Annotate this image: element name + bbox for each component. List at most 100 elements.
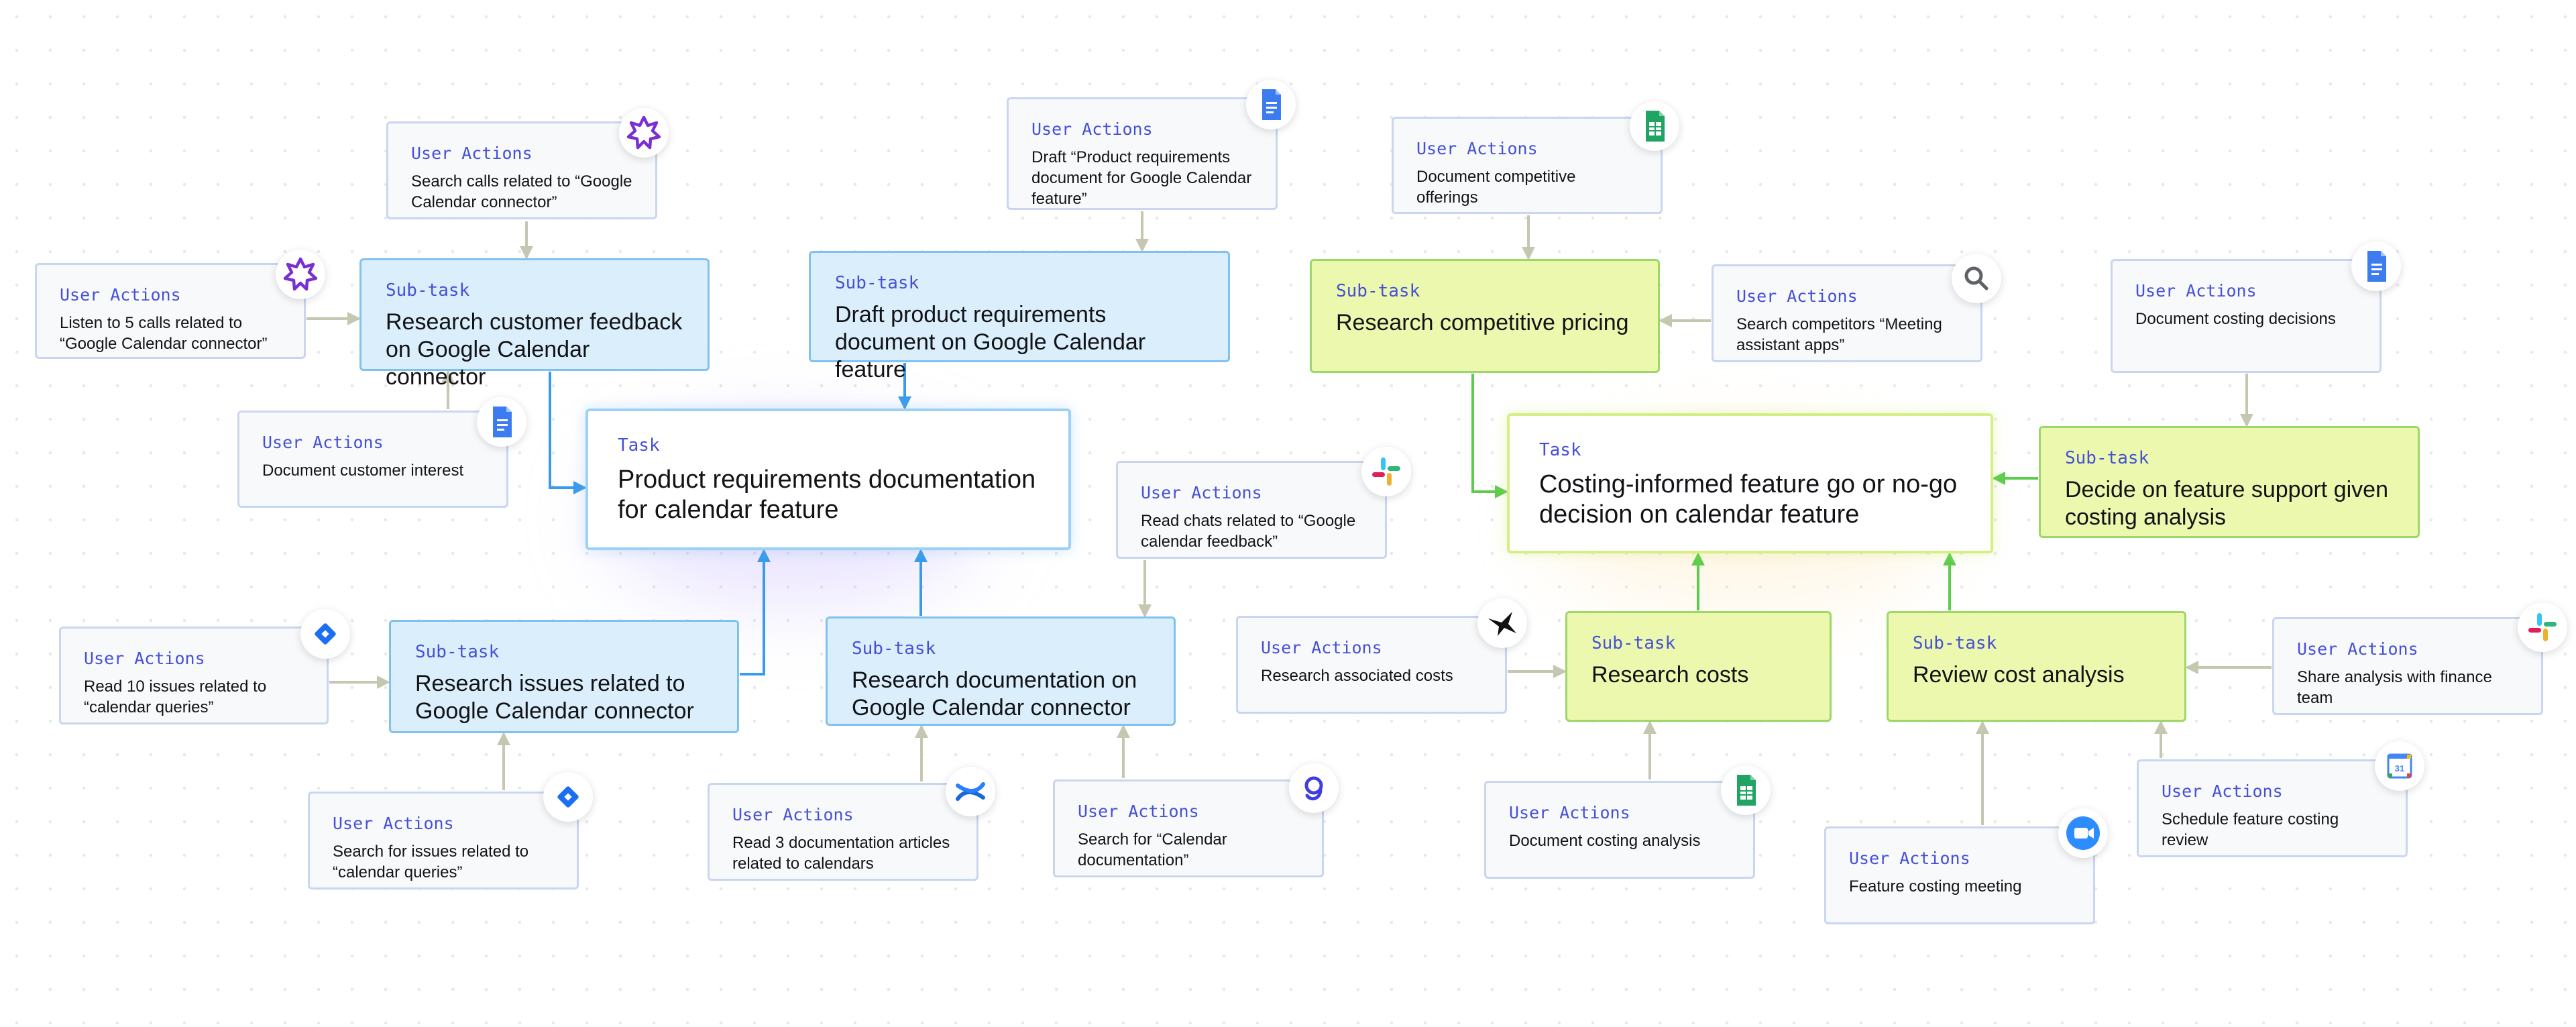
user-action-share-analysis[interactable]: User Actions Share analysis with finance… — [2272, 617, 2543, 715]
video-call-icon — [2058, 808, 2108, 858]
subtask-label: Sub-task — [852, 639, 936, 659]
search-icon — [1952, 254, 2001, 303]
slack-icon — [2518, 602, 2567, 652]
user-action-text: Search for “Calendar documentation” — [1078, 830, 1227, 869]
subtask-title: Research documentation on Google Calenda… — [852, 667, 1137, 720]
google-calendar-icon: 31 — [2375, 741, 2424, 791]
user-action-text: Feature costing meeting — [1849, 877, 2022, 896]
user-actions-label: User Actions — [84, 649, 205, 668]
user-actions-label: User Actions — [1031, 119, 1153, 139]
user-actions-label: User Actions — [60, 285, 181, 305]
subtask-label: Sub-task — [835, 273, 919, 293]
user-action-search-documentation[interactable]: User Actions Search for “Calendar docume… — [1053, 779, 1324, 877]
subtask-label: Sub-task — [2065, 448, 2149, 468]
connector-feedback-to-task — [549, 372, 587, 494]
user-action-text: Document competitive offerings — [1416, 168, 1576, 207]
user-actions-label: User Actions — [1509, 803, 1630, 822]
subtask-label: Sub-task — [386, 280, 470, 301]
subtask-label: Sub-task — [1913, 633, 1997, 653]
bird-icon — [1477, 598, 1527, 648]
subtask-research-issues[interactable]: Sub-task Research issues related to Goog… — [389, 620, 739, 733]
user-actions-label: User Actions — [1078, 802, 1199, 821]
user-actions-label: User Actions — [2297, 639, 2418, 659]
user-action-document-interest[interactable]: User Actions Document customer interest — [237, 411, 508, 508]
user-action-text: Search for issues related to “calendar q… — [333, 843, 529, 881]
user-action-document-costing-decisions[interactable]: User Actions Document costing decisions — [2111, 259, 2382, 373]
user-actions-label: User Actions — [732, 805, 854, 824]
google-sheets-icon — [1630, 101, 1679, 151]
user-action-text: Document costing decisions — [2135, 310, 2336, 328]
user-actions-label: User Actions — [1736, 286, 1858, 306]
task-costing-decision[interactable]: Task Costing-informed feature go or no-g… — [1507, 413, 1993, 553]
google-docs-icon — [1246, 80, 1296, 129]
subtask-title: Research costs — [1591, 662, 1749, 688]
user-actions-label: User Actions — [2162, 781, 2283, 801]
google-docs-icon — [477, 397, 526, 447]
user-action-document-costing-analysis[interactable]: User Actions Document costing analysis — [1484, 781, 1755, 879]
user-action-text: Research associated costs — [1261, 667, 1453, 685]
user-action-read-issues[interactable]: User Actions Read 10 issues related to “… — [59, 627, 329, 724]
user-action-search-competitors[interactable]: User Actions Search competitors “Meeting… — [1712, 264, 1982, 362]
gong-icon — [619, 108, 669, 158]
user-action-document-competitive[interactable]: User Actions Document competitive offeri… — [1392, 117, 1663, 214]
user-action-research-associated-costs[interactable]: User Actions Research associated costs — [1236, 616, 1507, 714]
jira-icon — [543, 772, 593, 822]
user-action-text: Listen to 5 calls related to “Google Cal… — [60, 314, 268, 353]
subtask-draft-prd[interactable]: Sub-task Draft product requirements docu… — [809, 251, 1230, 382]
user-action-feature-costing-meeting[interactable]: User Actions Feature costing meeting — [1824, 826, 2095, 924]
user-action-schedule-review[interactable]: User Actions Schedule feature costing re… — [2137, 759, 2408, 857]
user-action-read-chats[interactable]: User Actions Read chats related to “Goog… — [1116, 461, 1387, 559]
user-action-text: Search competitors “Meeting assistant ap… — [1736, 315, 1942, 354]
subtask-decide-feature-support[interactable]: Sub-task Decide on feature support given… — [2039, 426, 2420, 538]
subtask-title: Decide on feature support given costing … — [2065, 477, 2388, 530]
svg-text:31: 31 — [2395, 763, 2404, 773]
gong-icon — [276, 250, 325, 299]
subtask-title: Research customer feedback on Google Cal… — [386, 309, 683, 390]
subtask-title: Draft product requirements document on G… — [835, 302, 1146, 382]
slack-icon — [1361, 447, 1411, 496]
user-action-text: Draft “Product requirements document for… — [1031, 148, 1252, 208]
confluence-icon — [946, 767, 995, 816]
connector-issues-to-task — [740, 549, 771, 675]
user-action-text: Document costing analysis — [1509, 832, 1701, 850]
subtask-title: Research issues related to Google Calend… — [415, 671, 694, 724]
task-product-requirements[interactable]: Task Product requirements documentation … — [585, 409, 1071, 550]
user-action-search-calls[interactable]: User Actions Search calls related to “Go… — [386, 121, 657, 219]
user-actions-label: User Actions — [1849, 849, 1970, 868]
task-label: Task — [618, 435, 660, 455]
jira-icon — [300, 609, 350, 659]
glean-icon — [1289, 763, 1339, 813]
subtask-research-customer-feedback[interactable]: Sub-task Research customer feedback on G… — [359, 258, 710, 390]
user-action-text: Read chats related to “Google calendar f… — [1141, 512, 1356, 551]
user-action-text: Read 10 issues related to “calendar quer… — [84, 678, 267, 716]
user-actions-label: User Actions — [411, 144, 533, 163]
subtask-research-competitive-pricing[interactable]: Sub-task Research competitive pricing — [1310, 259, 1660, 373]
subtask-research-documentation[interactable]: Sub-task Research documentation on Googl… — [826, 616, 1176, 726]
subtask-research-costs[interactable]: Sub-task Research costs — [1565, 611, 1832, 722]
user-actions-label: User Actions — [2135, 281, 2257, 301]
connector-pricing-to-task — [1471, 374, 1508, 498]
google-sheets-icon — [1721, 765, 1771, 815]
user-actions-label: User Actions — [1416, 139, 1538, 158]
user-action-text: Document customer interest — [262, 462, 464, 480]
user-action-read-articles[interactable]: User Actions Read 3 documentation articl… — [708, 783, 978, 881]
google-docs-icon — [2351, 241, 2401, 291]
subtask-label: Sub-task — [415, 642, 500, 662]
user-action-listen-calls[interactable]: User Actions Listen to 5 calls related t… — [35, 263, 306, 359]
subtask-label: Sub-task — [1591, 633, 1676, 653]
user-actions-label: User Actions — [333, 814, 454, 833]
user-action-draft-document[interactable]: User Actions Draft “Product requirements… — [1007, 97, 1278, 210]
subtask-title: Research competitive pricing — [1336, 310, 1629, 335]
user-action-search-issues[interactable]: User Actions Search for issues related t… — [308, 792, 579, 889]
subtask-label: Sub-task — [1336, 281, 1420, 301]
user-action-text: Read 3 documentation articles related to… — [732, 834, 950, 873]
user-actions-label: User Actions — [1261, 638, 1382, 657]
subtask-review-cost-analysis[interactable]: Sub-task Review cost analysis — [1887, 611, 2186, 722]
task-title: Product requirements documentation for c… — [618, 466, 1036, 524]
user-action-text: Search calls related to “Google Calendar… — [411, 172, 632, 211]
user-actions-label: User Actions — [262, 433, 384, 452]
user-actions-label: User Actions — [1141, 483, 1262, 502]
user-action-text: Schedule feature costing review — [2162, 810, 2339, 849]
